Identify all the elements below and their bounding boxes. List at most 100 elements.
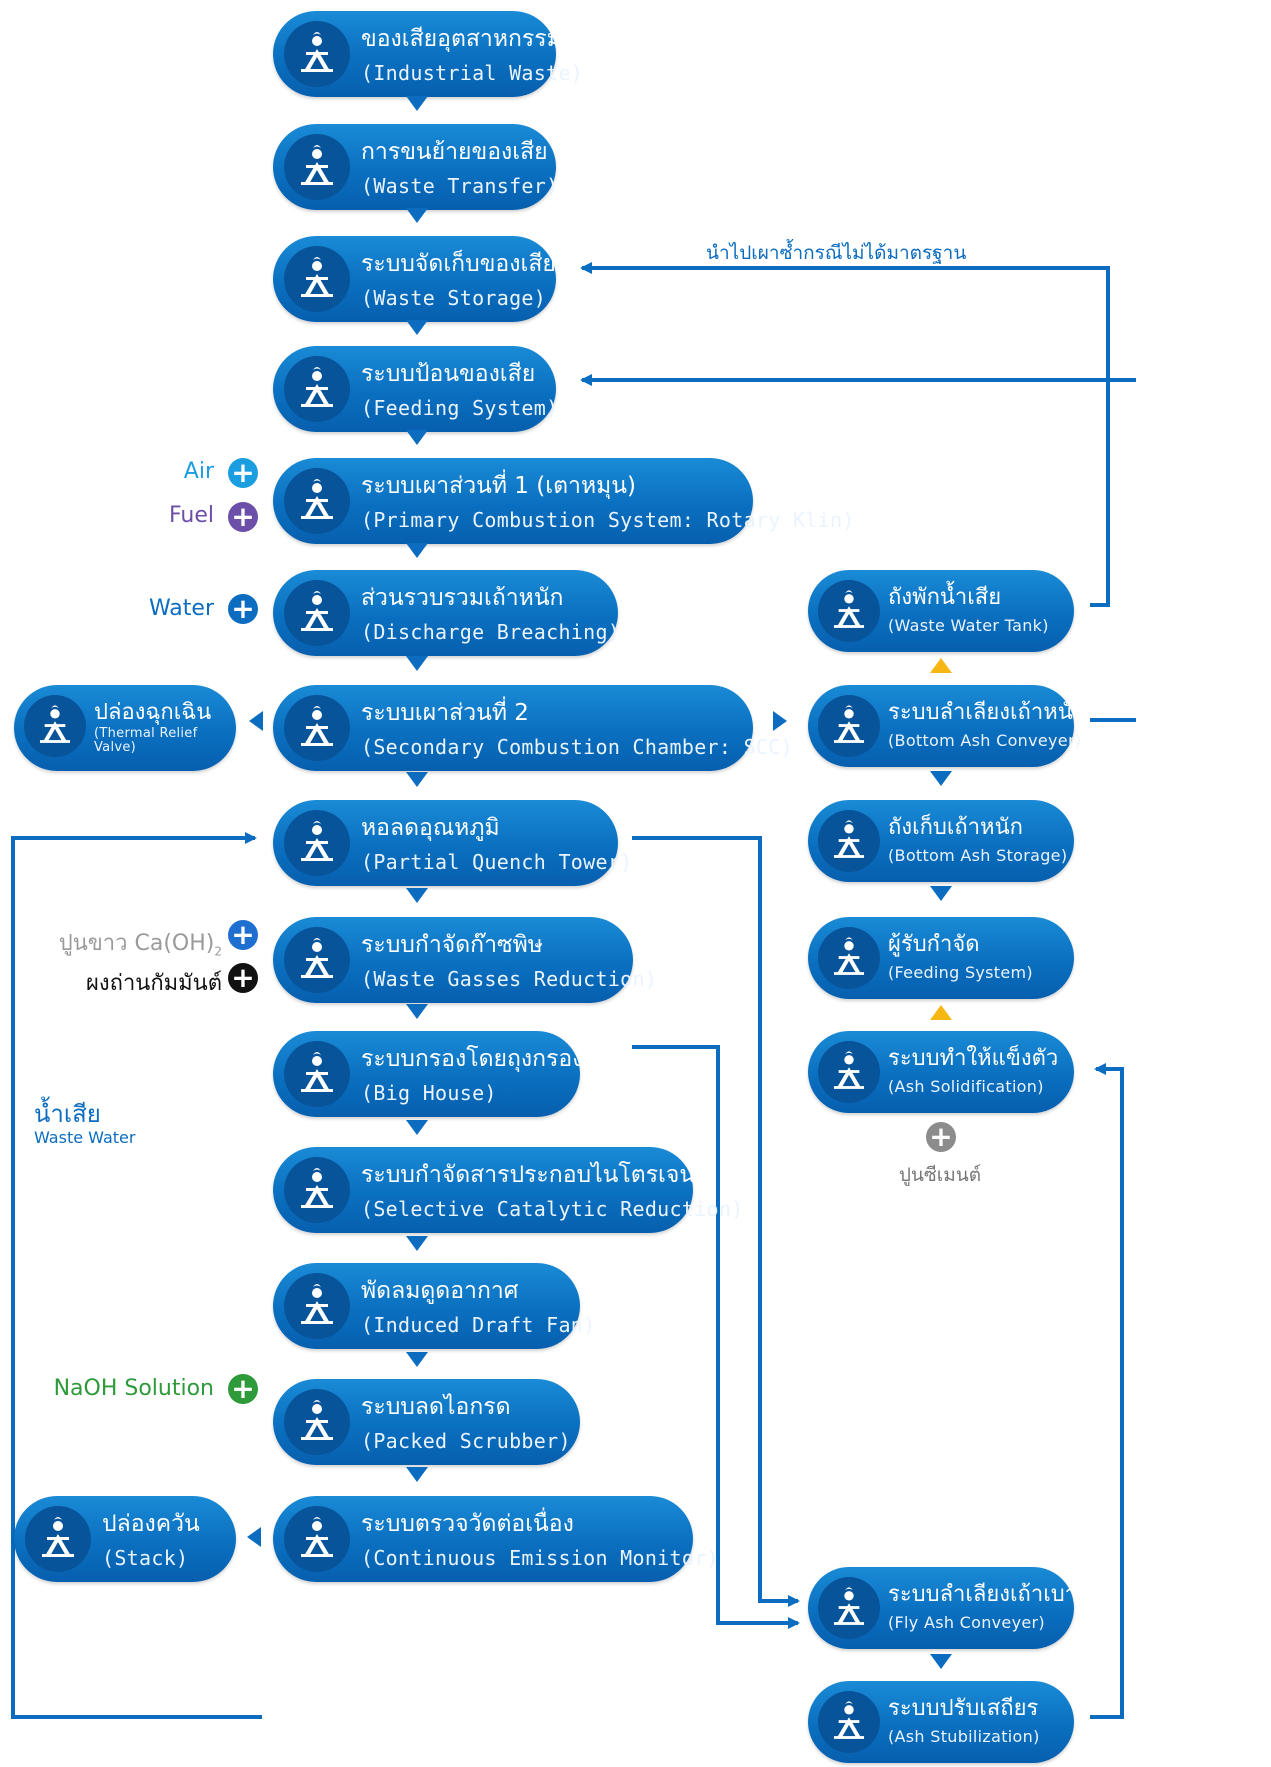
node-big-house[interactable]: ระบบกรองโดยถุงกรอง (Big House) [273, 1031, 584, 1117]
waste-plant-logo-icon [284, 1389, 350, 1455]
waste-plant-logo-icon [818, 810, 880, 872]
node-th: ระบบป้อนของเสีย [361, 361, 536, 387]
lime-text: ปูนขาว Ca(OH) [58, 931, 215, 956]
reburn-line [580, 262, 1110, 607]
node-th: ระบบกรองโดยถุงกรอง [361, 1046, 584, 1072]
arrow-down [406, 1236, 428, 1251]
node-waste-gas-reduction[interactable]: ระบบกำจัดก๊าซพิษ (Waste Gasses Reduction… [273, 917, 657, 1003]
waste-plant-logo-icon [284, 134, 350, 200]
waste-plant-logo-icon [284, 927, 350, 993]
node-en: (Waste Gasses Reduction) [361, 967, 658, 991]
node-en: (Fly Ash Conveyer) [888, 1613, 1045, 1632]
input-carbon-label: ผงถ่านกัมมันต์ [86, 971, 222, 996]
node-secondary-combustion[interactable]: ระบบเผาส่วนที่ 2 (Secondary Combustion C… [273, 685, 793, 771]
node-waste-transfer[interactable]: การขนย้ายของเสีย (Waste Transfer) [273, 124, 558, 210]
quench-flyash-line [632, 836, 800, 1607]
node-feeding-system[interactable]: ระบบป้อนของเสีย (Feeding System) [273, 346, 558, 432]
waste-plant-logo-icon [284, 580, 350, 646]
node-en: (Industrial Waste) [361, 61, 584, 85]
node-th: ระบบเผาส่วนที่ 1 (เตาหมุน) [361, 473, 636, 499]
arrow-left [249, 711, 263, 731]
node-th: หอลดอุณหภูมิ [361, 815, 500, 841]
input-air-label: Air [183, 459, 214, 484]
node-ash-solidification[interactable]: ระบบทำให้แข็งตัว (Ash Solidification) [808, 1031, 1074, 1113]
arrow-down [406, 208, 428, 223]
arrow-down [406, 1467, 428, 1482]
node-en: (Induced Draft Fan) [361, 1313, 596, 1337]
arrow-down [406, 96, 428, 111]
node-waste-water-tank[interactable]: ถังพักน้ำเสีย (Waste Water Tank) [808, 570, 1074, 652]
node-cem[interactable]: ระบบตรวจวัดต่อเนื่อง (Continuous Emissio… [273, 1496, 719, 1582]
node-en: (Feeding System) [888, 963, 1033, 982]
node-relief-valve[interactable]: ปล่องฉุกเฉิน (Thermal Relief Valve) [14, 685, 236, 771]
arrow-down [930, 1654, 952, 1669]
fuel-plus-icon: + [228, 502, 258, 532]
node-primary-combustion[interactable]: ระบบเผาส่วนที่ 1 (เตาหมุน) (Primary Comb… [273, 458, 854, 544]
node-en: (Packed Scrubber) [361, 1429, 571, 1453]
node-en: (Bottom Ash Conveyer) [888, 731, 1082, 750]
arrow-down [406, 1120, 428, 1135]
input-cement-label: ปูนซีเมนต์ [898, 1164, 982, 1186]
node-bottom-ash-conveyer[interactable]: ระบบลำเลียงเถ้าหนัก (Bottom Ash Conveyer… [808, 685, 1086, 767]
node-en: (Thermal Relief Valve) [94, 726, 198, 755]
water-plus-icon: + [228, 594, 258, 624]
node-en: (Waste Storage) [361, 286, 547, 310]
bighouse-flyash-line [632, 1045, 800, 1629]
node-en: (Primary Combustion System: Rotary Klin) [361, 508, 855, 532]
waste-plant-logo-icon [818, 580, 880, 642]
waste-plant-logo-icon [284, 468, 350, 534]
node-th: ระบบกำจัดก๊าซพิษ [361, 932, 543, 958]
arrow-down [406, 543, 428, 558]
air-plus-icon: + [228, 458, 258, 488]
arrow-down [406, 1352, 428, 1367]
node-th: ระบบลำเลียงเถ้าหนัก [888, 700, 1087, 725]
arrow-down [406, 656, 428, 671]
node-scr[interactable]: ระบบกำจัดสารประกอบไนโตรเจน (Selective Ca… [273, 1147, 743, 1233]
input-water-label: Water [148, 596, 214, 621]
waste-plant-logo-icon [818, 1691, 880, 1753]
carbon-plus-icon: + [228, 963, 258, 993]
node-discharge-breaching[interactable]: ส่วนรวบรวมเถ้าหนัก (Discharge Breaching) [273, 570, 620, 656]
waste-plant-logo-icon [284, 1273, 350, 1339]
node-th: ระบบลดไอกรด [361, 1394, 511, 1420]
lime-plus-icon: + [228, 920, 258, 950]
input-fuel-label: Fuel [168, 503, 214, 528]
waste-plant-logo-icon [818, 1577, 880, 1639]
node-en: (Stack) [102, 1546, 189, 1570]
waste-plant-logo-icon [818, 695, 880, 757]
waste-plant-logo-icon [284, 695, 350, 761]
node-id-fan[interactable]: พัดลมดูดอากาศ (Induced Draft Fan) [273, 1263, 595, 1349]
node-en: (Ash Solidification) [888, 1077, 1044, 1096]
waste-plant-logo-icon [25, 1506, 91, 1572]
node-th: ระบบตรวจวัดต่อเนื่อง [361, 1511, 574, 1537]
input-lime-label: ปูนขาว Ca(OH)2 [40, 925, 222, 960]
stabilization-loop [1090, 1063, 1124, 1719]
arrow-left [247, 1527, 261, 1547]
node-th: ถังพักน้ำเสีย [888, 585, 1002, 610]
naoh-plus-icon: + [228, 1374, 258, 1404]
node-stack[interactable]: ปล่องควัน (Stack) [14, 1496, 236, 1582]
node-fly-ash-conveyer[interactable]: ระบบลำเลียงเถ้าเบา (Fly Ash Conveyer) [808, 1567, 1077, 1649]
node-disposal-receiver[interactable]: ผู้รับกำจัด (Feeding System) [808, 917, 1074, 999]
node-en: (Selective Catalytic Reduction) [361, 1197, 744, 1221]
node-packed-scrubber[interactable]: ระบบลดไอกรด (Packed Scrubber) [273, 1379, 580, 1465]
node-en: (Bottom Ash Storage) [888, 846, 1068, 865]
node-th: ระบบเผาส่วนที่ 2 [361, 700, 529, 726]
node-th: ระบบจัดเก็บของเสีย [361, 251, 556, 277]
arrow-up [930, 658, 952, 673]
node-bottom-ash-storage[interactable]: ถังเก็บเถ้าหนัก (Bottom Ash Storage) [808, 800, 1074, 882]
node-ash-stabilization[interactable]: ระบบปรับเสถียร (Ash Stubilization) [808, 1681, 1074, 1763]
arrow-down [406, 772, 428, 787]
node-th: การขนย้ายของเสีย [361, 139, 548, 165]
node-industrial-waste[interactable]: ของเสียอุตสาหกรรม (Industrial Waste) [273, 11, 583, 97]
node-en: (Waste Water Tank) [888, 616, 1049, 635]
node-partial-quench[interactable]: หอลดอุณหภูมิ (Partial Quench Tower) [273, 800, 632, 886]
node-th: ผู้รับกำจัด [888, 932, 980, 957]
node-th: ระบบปรับเสถียร [888, 1696, 1039, 1721]
arrow-down [930, 771, 952, 786]
node-en: (Continuous Emission Monitor) [361, 1546, 719, 1570]
node-waste-storage[interactable]: ระบบจัดเก็บของเสีย (Waste Storage) [273, 236, 556, 322]
waste-water-loop [11, 832, 262, 1719]
node-th: ปล่องควัน [102, 1511, 200, 1537]
